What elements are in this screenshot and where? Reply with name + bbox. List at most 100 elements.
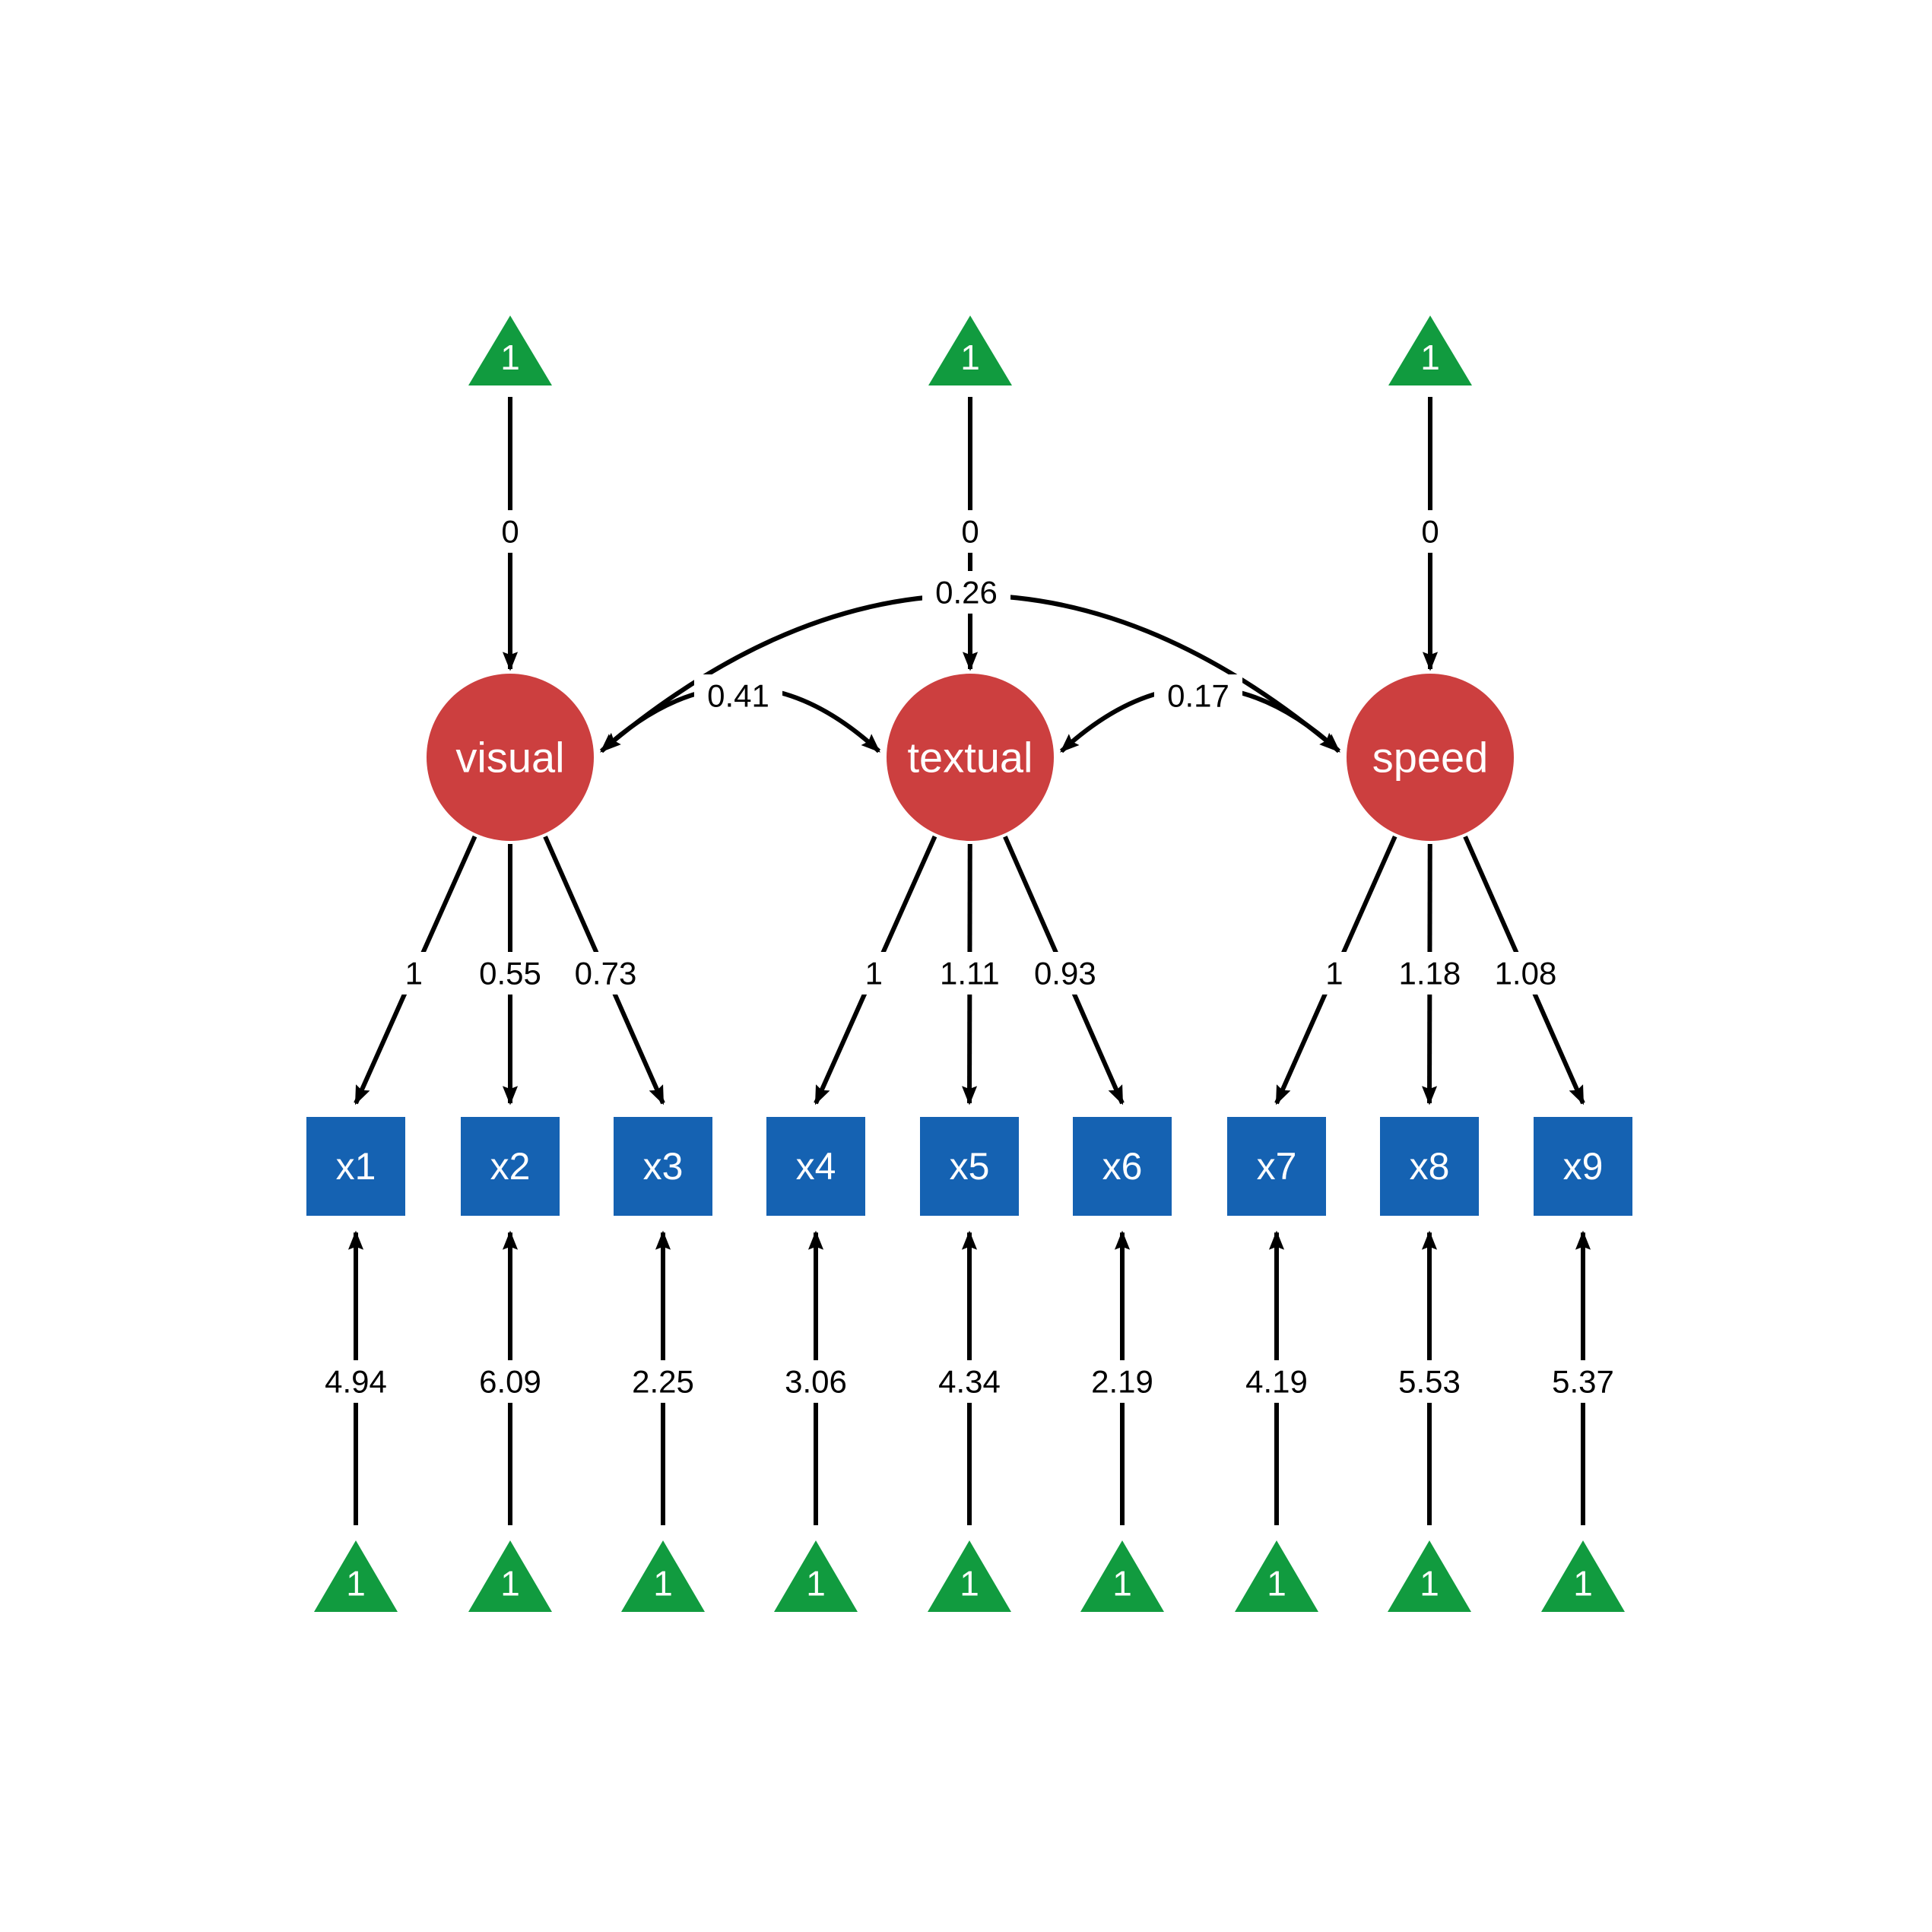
covariance-label-text: 0.26: [935, 575, 998, 611]
loading-label-bg: [1020, 952, 1109, 995]
latent-intercept-node: 1: [1388, 316, 1472, 385]
observed-intercept-label: 3.06: [771, 1360, 861, 1403]
observed-intercept-label-bg: [311, 1360, 401, 1403]
observed-box: [1534, 1117, 1632, 1216]
loading-label-text: 0.73: [575, 956, 637, 991]
observed-intercept-label-bg: [1385, 1360, 1474, 1403]
observed-label: x9: [1563, 1145, 1604, 1188]
observed-intercept-label: 6.09: [465, 1360, 555, 1403]
latent-circle: [427, 674, 594, 841]
latent-intercept-label: 0: [1413, 510, 1448, 553]
observed-intercept-label: 4.34: [925, 1360, 1014, 1403]
latent-label: visual: [455, 734, 564, 782]
covariance-label: 0.26: [922, 571, 1011, 614]
loading-label: 1: [396, 952, 432, 995]
observed-intercept-node: 1: [1388, 1540, 1471, 1612]
observed-intercept-label-text: 3.06: [785, 1364, 847, 1400]
latent-node-visual: visual: [427, 674, 594, 841]
observed-node-x6: x6: [1073, 1117, 1172, 1216]
loading-label-text: 1: [405, 956, 423, 991]
observed-intercept-label-text: 6.09: [479, 1364, 541, 1400]
observed-label: x5: [950, 1145, 990, 1188]
intercept-node-label: 1: [1420, 1563, 1439, 1603]
intercept-node-label: 1: [960, 338, 980, 377]
observed-intercept-node: 1: [928, 1540, 1011, 1612]
observed-intercept-label-bg: [925, 1360, 1014, 1403]
loading-label: 1: [1317, 952, 1352, 995]
observed-intercept-label-bg: [1232, 1360, 1321, 1403]
intercept-triangle: [1388, 1540, 1471, 1612]
intercept-triangle: [468, 316, 552, 385]
observed-node-x3: x3: [614, 1117, 712, 1216]
observed-intercept-node: 1: [468, 1540, 552, 1612]
observed-intercept-label: 2.25: [618, 1360, 708, 1403]
observed-box: [306, 1117, 405, 1216]
intercept-node-label: 1: [1112, 1563, 1132, 1603]
intercept-triangle: [1388, 316, 1472, 385]
latent-circle: [887, 674, 1054, 841]
latent-intercept-label-text: 0: [961, 514, 979, 550]
covariance-label: 0.17: [1153, 674, 1243, 717]
intercept-node-label: 1: [500, 1563, 520, 1603]
observed-intercept-label-text: 2.19: [1091, 1364, 1153, 1400]
observed-label: x7: [1257, 1145, 1297, 1188]
observed-intercept-label-bg: [1077, 1360, 1167, 1403]
latent-label: textual: [908, 734, 1033, 782]
observed-box: [461, 1117, 560, 1216]
loading-label-text: 0.55: [479, 956, 541, 991]
observed-intercept-label-text: 5.53: [1398, 1364, 1461, 1400]
latent-intercept-label-bg: [1413, 510, 1448, 553]
loading-label-text: 1: [865, 956, 883, 991]
loading-label-text: 1: [1325, 956, 1343, 991]
observed-box: [614, 1117, 712, 1216]
intercept-node-label: 1: [653, 1563, 673, 1603]
latent-intercept-label-text: 0: [501, 514, 519, 550]
observed-intercept-label-bg: [771, 1360, 861, 1403]
observed-intercept-label: 2.19: [1077, 1360, 1167, 1403]
intercept-triangle: [621, 1540, 705, 1612]
loading-label: 1: [856, 952, 892, 995]
observed-node-x7: x7: [1227, 1117, 1326, 1216]
loading-label-bg: [856, 952, 892, 995]
covariance-label-text: 0.17: [1167, 678, 1229, 714]
loading-label: 0.73: [561, 952, 650, 995]
observed-node-x9: x9: [1534, 1117, 1632, 1216]
covariance-label-bg: [693, 674, 783, 717]
observed-node-x2: x2: [461, 1117, 560, 1216]
observed-label: x2: [490, 1145, 531, 1188]
loading-label-text: 0.93: [1034, 956, 1096, 991]
loading-label-text: 1.11: [940, 956, 1000, 991]
observed-box: [1380, 1117, 1479, 1216]
intercept-node-label: 1: [500, 338, 520, 377]
loading-label-bg: [396, 952, 432, 995]
observed-intercept-label-bg: [1538, 1360, 1628, 1403]
intercept-node-label: 1: [1573, 1563, 1593, 1603]
observed-intercept-node: 1: [1541, 1540, 1625, 1612]
observed-intercept-label: 4.94: [311, 1360, 401, 1403]
observed-node-x8: x8: [1380, 1117, 1479, 1216]
latent-intercept-label-text: 0: [1421, 514, 1439, 550]
observed-intercept-label-text: 4.19: [1245, 1364, 1308, 1400]
covariance-label-bg: [922, 571, 1011, 614]
observed-label: x6: [1102, 1145, 1143, 1188]
intercept-triangle: [314, 1540, 398, 1612]
intercept-node-label: 1: [346, 1563, 366, 1603]
loading-label: 1.11: [925, 952, 1014, 995]
observed-node-x1: x1: [306, 1117, 405, 1216]
covariance-label-text: 0.41: [707, 678, 769, 714]
loading-label-text: 1.18: [1399, 956, 1461, 991]
observed-intercept-label-text: 4.34: [938, 1364, 1001, 1400]
observed-label: x3: [643, 1145, 684, 1188]
intercept-node-label: 1: [960, 1563, 979, 1603]
loading-label-bg: [1481, 952, 1570, 995]
intercept-triangle: [1541, 1540, 1625, 1612]
latent-intercept-label-bg: [493, 510, 528, 553]
observed-intercept-label-bg: [465, 1360, 555, 1403]
observed-intercept-label-text: 5.37: [1552, 1364, 1614, 1400]
observed-box: [766, 1117, 865, 1216]
intercept-triangle: [774, 1540, 858, 1612]
observed-box: [1227, 1117, 1326, 1216]
latent-node-textual: textual: [887, 674, 1054, 841]
observed-intercept-label-text: 4.94: [325, 1364, 387, 1400]
